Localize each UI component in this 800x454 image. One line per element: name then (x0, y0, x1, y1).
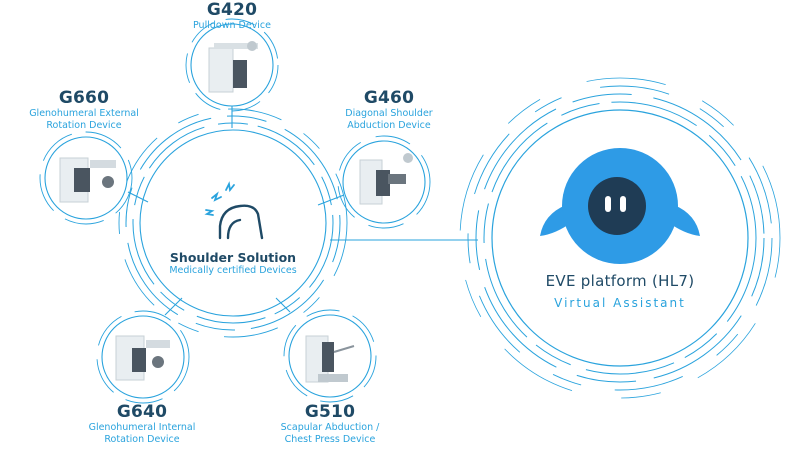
device-g420-node (185, 18, 279, 112)
device-g420-desc-line1: Pulldown Device (192, 20, 271, 31)
eve-ring-inner (491, 109, 749, 367)
shoulder-pain-icon (204, 181, 264, 240)
device-g660-desc-line1: Glenohumeral External (29, 108, 139, 119)
connector-g640 (164, 297, 183, 316)
device-g510-code: G510 (304, 402, 356, 422)
device-g510-node (283, 309, 377, 403)
device-g660-desc-line2: Rotation Device (46, 120, 122, 131)
device-g510-desc-line2: Chest Press Device (284, 434, 376, 445)
robot-assistant-icon (540, 148, 700, 264)
eve-title: EVE platform (HL7) (545, 272, 695, 290)
internal-rotation-device-icon (115, 335, 170, 381)
connector-g510 (275, 297, 291, 313)
device-g640-desc-line2: Rotation Device (104, 434, 180, 445)
device-g420-label: G420 Pulldown Device (182, 0, 282, 32)
device-g460-node (337, 135, 431, 229)
chest-press-device-icon (305, 335, 355, 383)
hub-label: Shoulder Solution Medically certified De… (163, 250, 303, 276)
connector-g660 (127, 191, 149, 203)
hub-ring-3 (125, 115, 341, 331)
hub-title: Shoulder Solution (169, 250, 297, 265)
eve-subtitle: Virtual Assistant (554, 296, 686, 310)
eve-ring-3 (475, 93, 765, 383)
eve-ring-4 (467, 85, 773, 391)
device-g660-node (39, 131, 133, 225)
eve-ring-5 (459, 77, 781, 399)
device-g460-code: G460 (363, 88, 415, 108)
external-rotation-device-icon (59, 157, 116, 203)
device-g640-label: G640 Glenohumeral Internal Rotation Devi… (82, 402, 202, 446)
eve-ring-2 (483, 101, 757, 375)
device-g460-desc-line2: Abduction Device (347, 120, 431, 131)
connectors (127, 106, 478, 316)
device-g640-node (96, 310, 190, 404)
hub-rings (118, 108, 348, 338)
device-g460-desc-line1: Diagonal Shoulder (345, 108, 433, 119)
device-g660-code: G660 (58, 88, 110, 108)
hub-ring-2 (132, 122, 334, 324)
device-g460-label: G460 Diagonal Shoulder Abduction Device (334, 88, 444, 132)
diagonal-abduction-device-icon (359, 153, 413, 205)
device-g660-label: G660 Glenohumeral External Rotation Devi… (24, 88, 144, 132)
device-g420-code: G420 (206, 0, 258, 20)
device-g640-code: G640 (116, 402, 168, 422)
pulldown-device-icon (208, 41, 258, 93)
hub-ring-4 (118, 108, 348, 338)
hub-subtitle: Medically certified Devices (169, 265, 297, 276)
connector-g460 (317, 194, 345, 206)
eve-rings (459, 77, 781, 399)
device-g510-label: G510 Scapular Abduction / Chest Press De… (270, 402, 390, 446)
eve-label: EVE platform (HL7) Virtual Assistant (520, 272, 720, 310)
device-g640-desc-line1: Glenohumeral Internal (88, 422, 196, 433)
device-g510-desc-line1: Scapular Abduction / (280, 422, 380, 433)
hub-ring-inner (139, 129, 327, 317)
